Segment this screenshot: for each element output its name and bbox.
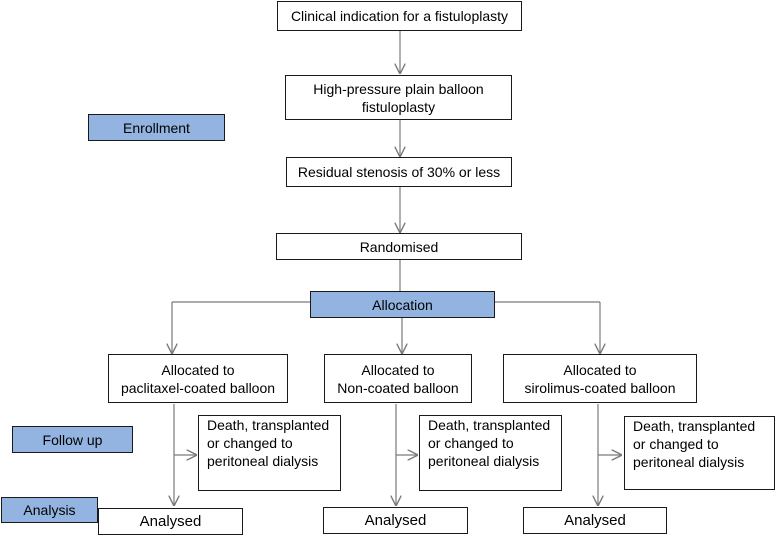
residual-stenosis-text: Residual stenosis of 30% or less — [297, 164, 501, 180]
arm-1-allocated-line-2: paclitaxel-coated balloon — [120, 379, 276, 396]
plain-balloon-box: High-pressure plain balloon fistuloplast… — [285, 75, 512, 120]
arm-3-withdrawn-box: Death, transplanted or changed to perito… — [624, 416, 775, 490]
arm-2-withdrawn-line-1: Death, transplanted — [428, 417, 551, 433]
arm-2-withdrawn-line-2: or changed to — [428, 435, 514, 451]
arm-2-allocated-line-2: Non-coated balloon — [337, 379, 459, 396]
arm-2-withdrawn-line-3: peritoneal dialysis — [428, 453, 540, 469]
stage-analysis-label: Analysis — [23, 502, 76, 518]
arm-3-analysed-box: Analysed — [523, 507, 667, 534]
arm-2-allocated-box: Allocated to Non-coated balloon — [324, 354, 472, 403]
arm-1-withdrawn-line-1: Death, transplanted — [207, 417, 330, 433]
arm-1-analysed-text: Analysed — [139, 512, 202, 530]
arm-3-withdrawn-line-2: or changed to — [633, 436, 719, 452]
arm-1-withdrawn-line-2: or changed to — [207, 435, 293, 451]
arm-3-allocated-box: Allocated to sirolimus-coated balloon — [503, 354, 697, 403]
arm-2-analysed-box: Analysed — [323, 507, 468, 534]
stage-enrollment-label: Enrollment — [123, 119, 190, 136]
residual-stenosis-box: Residual stenosis of 30% or less — [286, 157, 512, 187]
arm-1-withdrawn-line-3: peritoneal dialysis — [207, 453, 319, 469]
arm-1-allocated-line-1: Allocated to — [161, 361, 235, 378]
arm-3-withdrawn-line-1: Death, transplanted — [633, 418, 756, 434]
randomised-box: Randomised — [276, 233, 522, 260]
indication-box: Clinical indication for a fistuloplasty — [277, 1, 522, 31]
arm-3-withdrawn-line-3: peritoneal dialysis — [633, 454, 745, 470]
arm-3-allocated-line-2: sirolimus-coated balloon — [524, 379, 676, 396]
stage-follow-up-label: Follow up — [42, 431, 103, 448]
plain-balloon-line-1: High-pressure plain balloon — [313, 80, 484, 97]
stage-allocation-label: Allocation — [372, 296, 433, 313]
stage-allocation: Allocation — [310, 291, 495, 318]
stage-enrollment: Enrollment — [88, 114, 225, 141]
arm-3-analysed-text: Analysed — [564, 511, 626, 529]
plain-balloon-line-2: fistuloplasty — [361, 98, 436, 115]
arm-2-allocated-line-1: Allocated to — [361, 361, 435, 378]
stage-follow-up: Follow up — [12, 426, 133, 453]
stage-analysis: Analysis — [1, 497, 98, 523]
indication-text: Clinical indication for a fistuloplasty — [290, 8, 509, 24]
arm-1-withdrawn-box: Death, transplanted or changed to perito… — [198, 415, 341, 491]
randomised-text: Randomised — [359, 238, 439, 255]
arm-2-withdrawn-box: Death, transplanted or changed to perito… — [419, 415, 562, 491]
arm-1-allocated-box: Allocated to paclitaxel-coated balloon — [108, 354, 288, 403]
arm-2-analysed-text: Analysed — [364, 511, 427, 529]
arm-3-allocated-line-1: Allocated to — [563, 361, 637, 378]
arm-1-analysed-box: Analysed — [98, 508, 243, 535]
